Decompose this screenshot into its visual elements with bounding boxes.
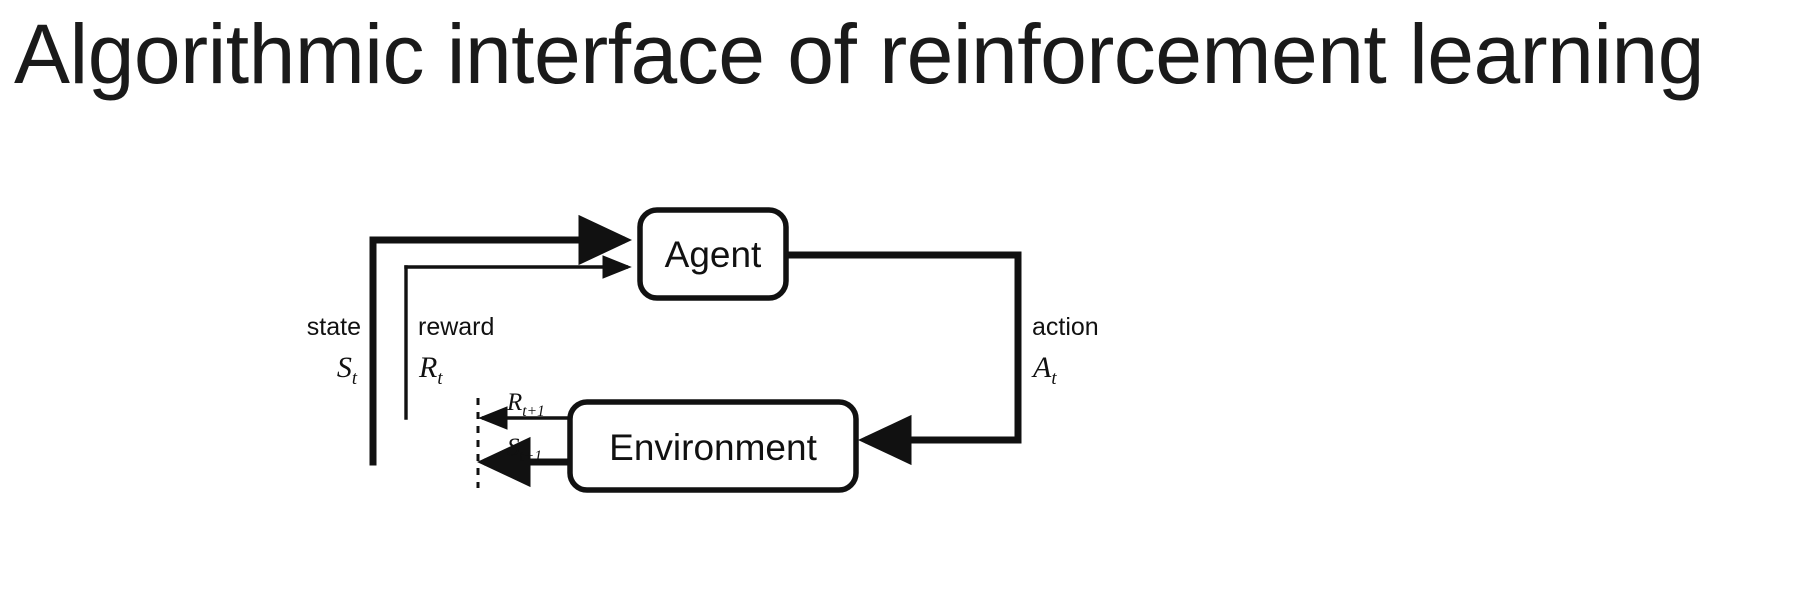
edge-action-loop bbox=[781, 251, 1022, 466]
label-reward: reward Rt bbox=[418, 313, 494, 389]
state-symbol-subscript: t bbox=[352, 368, 358, 389]
label-action: action At bbox=[1031, 313, 1099, 389]
agent-box[interactable] bbox=[637, 207, 789, 301]
edge-state-loop bbox=[369, 214, 632, 466]
state-word-label: state bbox=[307, 313, 361, 341]
state-symbol-label: St bbox=[337, 351, 358, 389]
reward-symbol-base: R bbox=[418, 351, 437, 384]
reward-next-symbol-label: Rt+1 bbox=[506, 389, 545, 420]
environment-box[interactable] bbox=[567, 399, 859, 493]
label-state: state St bbox=[307, 313, 361, 389]
reward-symbol-subscript: t bbox=[437, 368, 443, 389]
action-word-label: action bbox=[1032, 313, 1099, 341]
action-symbol-label: At bbox=[1031, 351, 1057, 389]
reward-symbol-label: Rt bbox=[418, 351, 443, 389]
state-symbol-base: S bbox=[337, 351, 352, 384]
action-symbol-base: A bbox=[1031, 351, 1052, 384]
reward-next-symbol-subscript: t+1 bbox=[522, 403, 545, 420]
diagram-svg: Agent Environment state St reward Rt bbox=[307, 207, 1099, 493]
reward-word-label: reward bbox=[418, 313, 494, 341]
node-agent[interactable]: Agent bbox=[637, 207, 789, 301]
environment-label: Environment bbox=[609, 427, 817, 468]
node-environment[interactable]: Environment bbox=[567, 399, 859, 493]
state-next-symbol-base: S bbox=[507, 434, 520, 461]
state-next-symbol-subscript: t+1 bbox=[520, 448, 543, 465]
reward-next-symbol-base: R bbox=[506, 389, 522, 416]
action-symbol-subscript: t bbox=[1051, 368, 1057, 389]
agent-label: Agent bbox=[665, 234, 762, 275]
page-title: Algorithmic interface of reinforcement l… bbox=[14, 7, 1704, 101]
action-loop-path bbox=[781, 251, 1022, 444]
edge-reward-loop bbox=[404, 255, 632, 420]
state-next-symbol-label: St+1 bbox=[507, 434, 542, 465]
rl-interaction-diagram: Agent Environment state St reward Rt bbox=[0, 150, 1300, 510]
